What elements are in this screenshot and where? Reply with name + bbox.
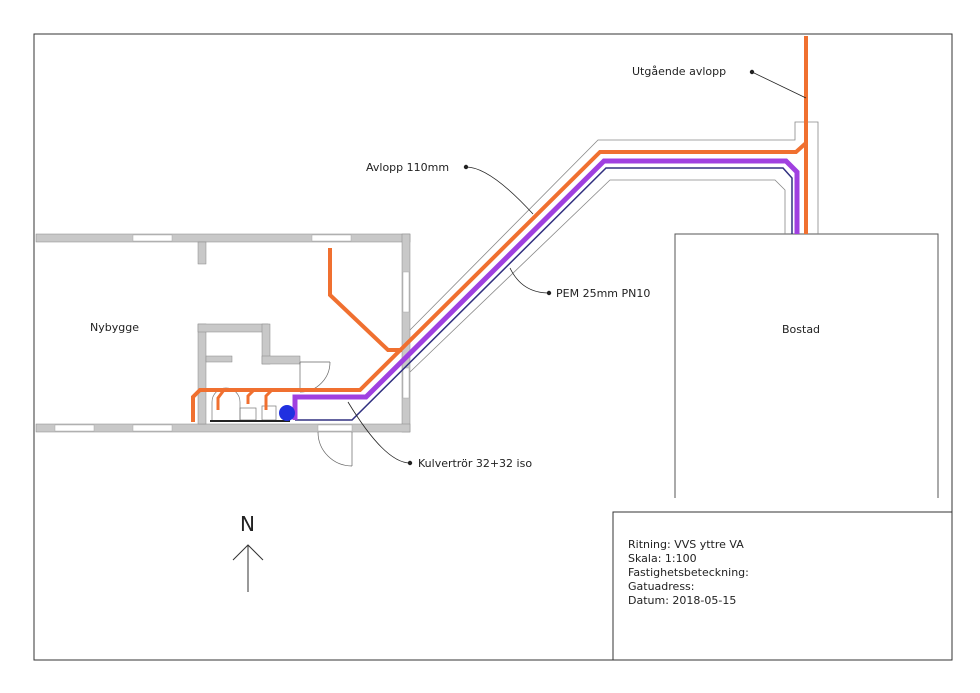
tb-fastighet: Fastighetsbeteckning: [628,566,749,579]
tb-gatuadress: Gatuadress: [628,580,695,593]
label-bostad: Bostad [782,323,821,336]
title-block: Ritning: VVS yttre VA Skala: 1:100 Fasti… [628,538,749,608]
water-pipe [295,167,793,421]
label-utgaende-avlopp: Utgående avlopp [632,65,727,78]
sewer-branch [328,248,402,352]
fixture-drains [216,388,274,410]
label-pem: PEM 25mm PN10 [556,287,651,300]
doors [299,361,353,467]
leaders [347,69,807,466]
label-nybygge: Nybygge [90,321,139,334]
sewer-pipe [191,141,808,422]
tb-datum: Datum: 2018-05-15 [628,594,737,607]
culvert-casing [409,121,819,373]
nybygge-walls [35,233,411,433]
label-kulvert: Kulvertrör 32+32 iso [418,457,533,470]
water-heater [279,405,295,421]
windows [54,234,410,432]
pem-pipe [292,158,800,420]
drawing-frame [33,33,953,661]
label-avlopp: Avlopp 110mm [366,161,450,174]
bostad-building [674,233,939,498]
title-block-frame [612,511,953,661]
north-label: N [240,512,255,536]
tb-skala: Skala: 1:100 [628,552,697,565]
north-arrow-icon [232,544,264,592]
tb-ritning: Ritning: VVS yttre VA [628,538,744,551]
